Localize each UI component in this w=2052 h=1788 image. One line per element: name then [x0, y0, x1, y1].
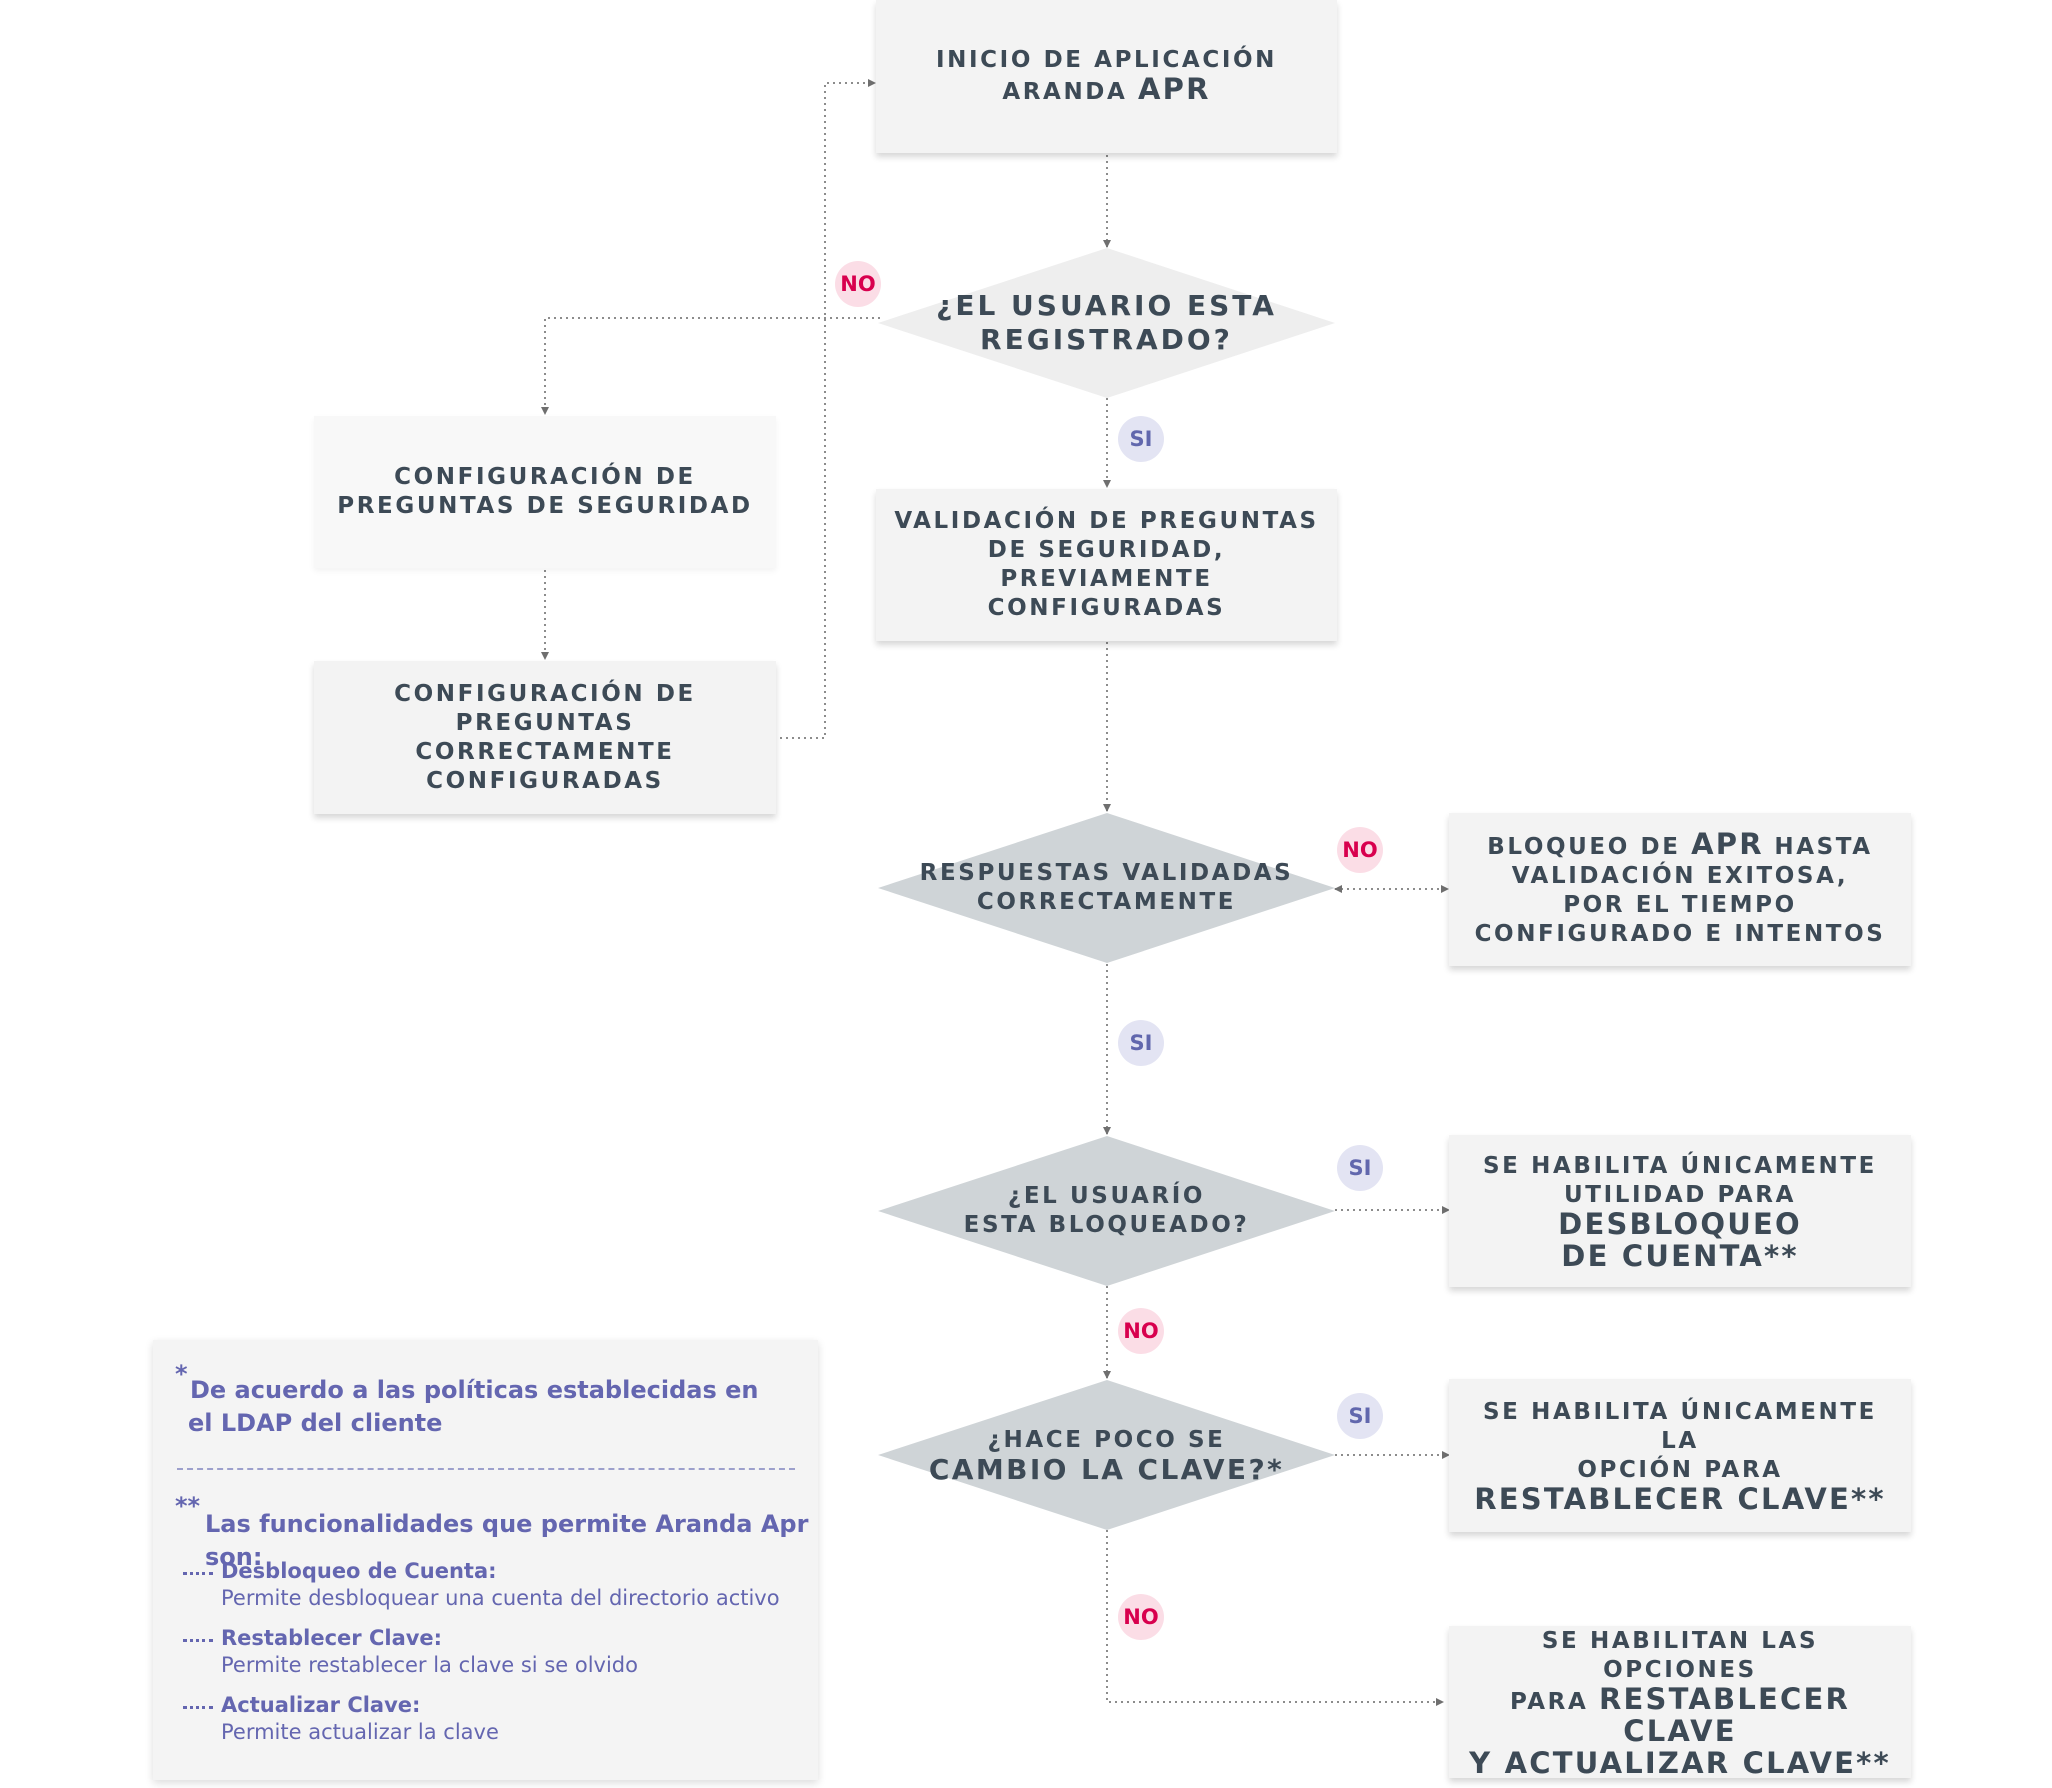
node-ambas-strong2: Y ACTUALIZAR CLAVE**: [1469, 1745, 1891, 1780]
node-inicio-line1: INICIO DE APLICACIÓN: [936, 47, 1277, 73]
node-validacion-line2: DE SEGURIDAD,: [987, 537, 1226, 563]
node-bloqueo-strong: APR: [1691, 827, 1764, 861]
node-desbloqueo-cuenta: SE HABILITA ÚNICAMENTE UTILIDAD PARA DES…: [1449, 1135, 1911, 1287]
diamond-bloqueado-line2: ESTA BLOQUEADO?: [963, 1212, 1250, 1238]
diamond-registrado-line1: ¿EL USUARIO ESTA: [936, 289, 1277, 322]
legend-note1-line2: el LDAP del cliente: [188, 1409, 443, 1437]
badge-no-registrado: NO: [835, 261, 881, 307]
node-desbloqueo-line1: SE HABILITA ÚNICAMENTE: [1483, 1152, 1877, 1179]
node-desbloqueo-strong1: DESBLOQUEO: [1558, 1206, 1802, 1241]
node-ambas-line2-pre: PARA: [1509, 1688, 1589, 1715]
node-restablecer-line1: SE HABILITA ÚNICAMENTE LA: [1483, 1398, 1877, 1454]
legend-bullet-3: [183, 1706, 213, 1709]
diamond-respuestas-line2: CORRECTAMENTE: [976, 889, 1237, 915]
node-desbloqueo-line2-pre: UTILIDAD PARA: [1564, 1181, 1796, 1208]
diamond-respuestas-shape: [878, 813, 1335, 963]
node-validacion: VALIDACIÓN DE PREGUNTAS DE SEGURIDAD, PR…: [876, 489, 1337, 641]
node-inicio-aplicacion: INICIO DE APLICACIÓN ARANDA APR: [876, 0, 1337, 153]
edge-cambio-no: [1106, 1530, 1444, 1706]
diamond-bloqueado-shape: [878, 1136, 1335, 1286]
node-ambas-line1: SE HABILITAN LAS OPCIONES: [1541, 1627, 1819, 1683]
legend-note1-line1: De acuerdo a las políticas establecidas …: [190, 1376, 759, 1404]
node-bloqueo-line1-post: HASTA: [1774, 834, 1873, 860]
diamond-registrado-shape: [878, 248, 1335, 398]
legend-bullet-1: [183, 1572, 213, 1575]
legend-feature3-desc: Permite actualizar la clave: [221, 1720, 499, 1744]
legend-box: * De acuerdo a las políticas establecida…: [153, 1340, 818, 1780]
legend-feature2-desc: Permite restablecer la clave si se olvid…: [221, 1653, 638, 1677]
edge-registrado-no: [541, 317, 880, 415]
node-config-preguntas-line1: CONFIGURACIÓN DE: [394, 464, 696, 490]
diamond-respuestas: RESPUESTAS VALIDADAS CORRECTAMENTE: [878, 813, 1335, 963]
diamond-respuestas-line1: RESPUESTAS VALIDADAS: [919, 860, 1294, 886]
legend-star1: *: [175, 1360, 188, 1388]
node-config-preguntas: CONFIGURACIÓN DE PREGUNTAS DE SEGURIDAD: [314, 416, 776, 568]
legend-bullet-2: [183, 1639, 213, 1642]
badge-si-registrado: SI: [1118, 416, 1164, 462]
node-bloqueo-line2: VALIDACIÓN EXITOSA,: [1511, 863, 1849, 889]
node-config-correcta: CONFIGURACIÓN DE PREGUNTAS CORRECTAMENTE…: [314, 661, 776, 814]
node-restablecer-line2: OPCIÓN PARA: [1577, 1456, 1783, 1483]
node-restablecer-strong: RESTABLECER CLAVE**: [1474, 1481, 1886, 1516]
diamond-cambio-line2: CAMBIO LA CLAVE?*: [928, 1453, 1285, 1486]
node-inicio-line2: ARANDA: [1002, 79, 1128, 105]
legend-note2: Las funcionalidades que permite Aranda A…: [205, 1510, 809, 1571]
node-config-preguntas-line2: PREGUNTAS DE SEGURIDAD: [337, 493, 753, 519]
badge-si-respuestas: SI: [1118, 1020, 1164, 1066]
node-ambas-strong1: RESTABLECER CLAVE: [1599, 1681, 1851, 1748]
node-validacion-line3: PREVIAMENTE CONFIGURADAS: [987, 566, 1226, 621]
legend-feature1-title: Desbloqueo de Cuenta:: [221, 1559, 497, 1583]
node-desbloqueo-strong2: DE CUENTA**: [1561, 1238, 1799, 1273]
node-config-correcta-line3: CONFIGURADAS: [426, 767, 664, 794]
legend-star2: **: [175, 1492, 201, 1520]
edge-loop-inicio: [780, 79, 876, 739]
node-bloqueo-apr: BLOQUEO DE APR HASTA VALIDACIÓN EXITOSA,…: [1449, 813, 1911, 966]
badge-si-cambio: SI: [1337, 1393, 1383, 1439]
node-restablecer-clave: SE HABILITA ÚNICAMENTE LA OPCIÓN PARA RE…: [1449, 1379, 1911, 1532]
legend-feature1-desc: Permite desbloquear una cuenta del direc…: [221, 1586, 780, 1610]
legend-separator: [177, 1468, 795, 1470]
diamond-shapes: [878, 248, 1335, 1530]
diamond-cambio-shape: [878, 1380, 1335, 1530]
node-inicio-strong: APR: [1138, 72, 1211, 106]
node-bloqueo-line3: POR EL TIEMPO: [1563, 892, 1797, 918]
node-restablecer-actualizar: SE HABILITAN LAS OPCIONES PARA RESTABLEC…: [1449, 1626, 1911, 1778]
diamond-cambio: ¿HACE POCO SE CAMBIO LA CLAVE?*: [878, 1380, 1335, 1530]
badge-no-bloqueado: NO: [1118, 1308, 1164, 1354]
node-config-correcta-line1: CONFIGURACIÓN DE: [394, 680, 696, 707]
badge-si-bloqueado: SI: [1337, 1145, 1383, 1191]
node-config-correcta-line2: PREGUNTAS CORRECTAMENTE: [415, 709, 675, 765]
legend-feature3-title: Actualizar Clave:: [221, 1693, 421, 1717]
badge-no-cambio: NO: [1118, 1594, 1164, 1640]
diamond-registrado-line2: REGISTRADO?: [980, 323, 1233, 356]
diamond-cambio-line1: ¿HACE POCO SE: [987, 1427, 1226, 1453]
diamond-registrado: ¿EL USUARIO ESTA REGISTRADO?: [878, 248, 1335, 398]
diamond-bloqueado: ¿EL USUARÍO ESTA BLOQUEADO?: [878, 1136, 1335, 1286]
badge-no-respuestas: NO: [1337, 827, 1383, 873]
diamond-bloqueado-line1: ¿EL USUARÍO: [1007, 1183, 1206, 1209]
node-bloqueo-line1-pre: BLOQUEO DE: [1487, 834, 1681, 860]
node-bloqueo-line4: CONFIGURADO E INTENTOS: [1474, 921, 1886, 947]
legend-feature2-title: Restablecer Clave:: [221, 1626, 443, 1650]
node-validacion-line1: VALIDACIÓN DE PREGUNTAS: [894, 508, 1319, 534]
